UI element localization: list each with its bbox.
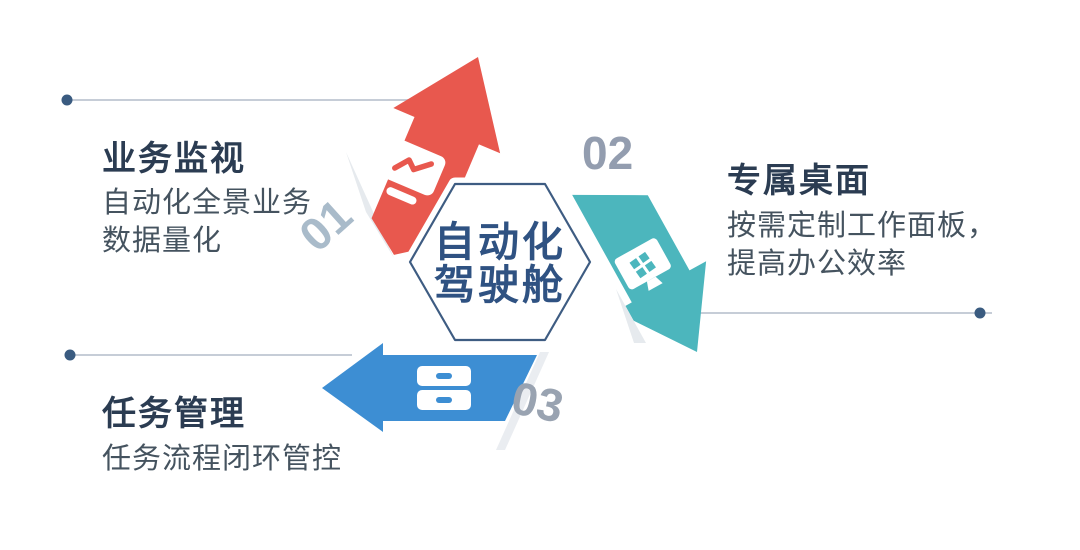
fold-shadow: [616, 289, 646, 343]
center-label-line1: 自动化: [434, 219, 566, 265]
step2-description-line1: 按需定制工作面板，: [727, 210, 998, 242]
center-hexagon: [403, 177, 597, 347]
center-hexagon-label: 自动化 驾驶舱: [405, 219, 595, 309]
step2-title: 专属桌面: [727, 162, 871, 200]
line-end-dot: [61, 94, 73, 106]
step1-description: 自动化全景业务 数据量化: [102, 185, 312, 260]
step2-description-line2: 提高办公效率: [727, 247, 908, 280]
step1-title: 业务监视: [102, 140, 246, 178]
center-label-line2: 驾驶舱: [434, 262, 566, 309]
step3-description: 任务流程闭环管控: [102, 441, 342, 479]
drawer-cabinet-icon: [417, 366, 471, 410]
arrow-left: [322, 343, 537, 432]
fold-shadow: [496, 352, 549, 450]
line-end-dot: [64, 349, 76, 361]
chart-monitor-icon: [381, 139, 446, 205]
step2-description: 按需定制工作面板， 提高办公效率: [727, 208, 997, 283]
windows-desktop-icon: [614, 238, 671, 291]
guide-line-top-left: [61, 94, 430, 106]
guide-line-right: [697, 307, 992, 319]
step2-number: 02: [582, 127, 634, 179]
step3-title: 任务管理: [102, 395, 246, 433]
step3-description-line1: 任务流程闭环管控: [102, 443, 343, 475]
step1-description-line2: 数据量化: [102, 224, 223, 257]
line-end-dot: [974, 307, 986, 319]
step1-description-line1: 自动化全景业务: [102, 187, 313, 219]
guide-line-bottom-left: [64, 349, 352, 361]
